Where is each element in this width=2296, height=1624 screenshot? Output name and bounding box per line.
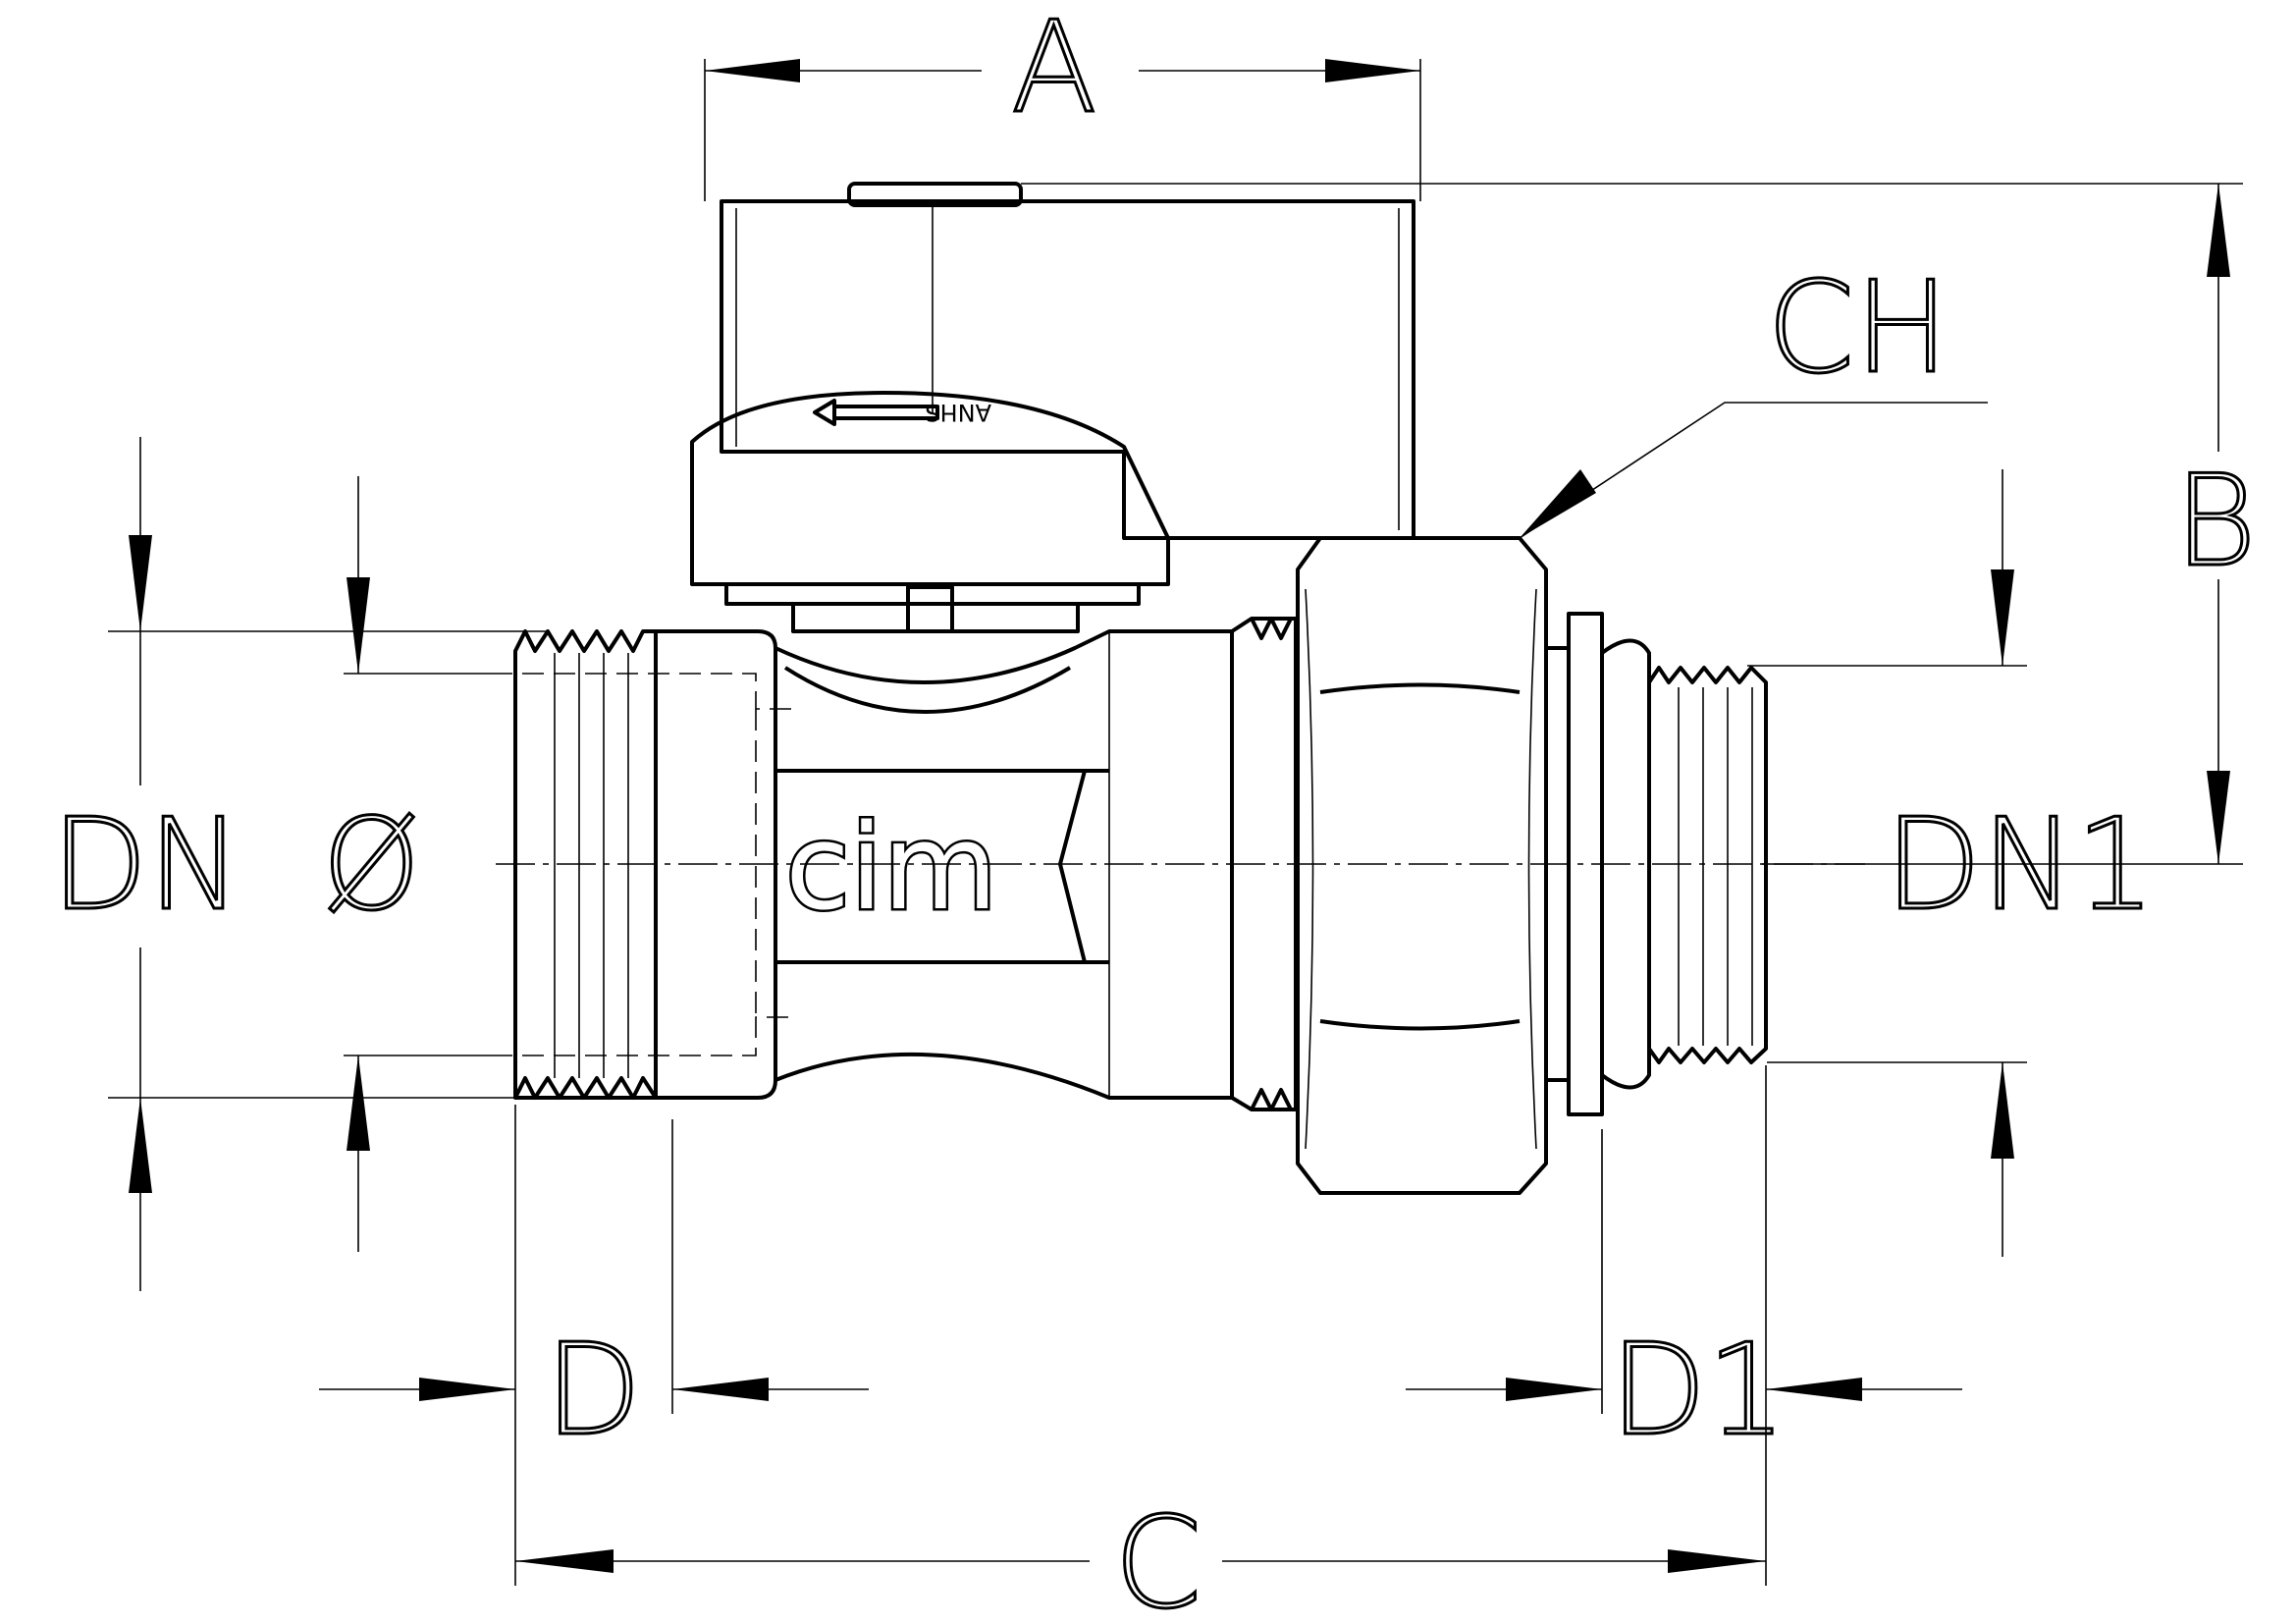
flow-arrow-icon: [813, 399, 939, 426]
dimension-lines: [129, 59, 2230, 1573]
lever-top-tab: [847, 182, 1023, 207]
arrow-dn1-top: [1991, 569, 2014, 666]
label-d: D: [545, 1318, 642, 1464]
right-thread: [1647, 666, 1768, 1064]
arrow-d1-right: [1766, 1378, 1862, 1401]
valve-body: cim: [491, 536, 1768, 1195]
left-thread: [513, 629, 658, 1100]
hex-nut: [1296, 536, 1548, 1195]
lever-marking: ANHS: [925, 399, 991, 426]
arrow-dn-bottom: [129, 1098, 152, 1193]
arrow-c-right: [1668, 1549, 1766, 1573]
label-dn1: DN1: [1885, 792, 2156, 939]
arrow-dia-top: [347, 577, 370, 674]
arrow-dia-bottom: [347, 1056, 370, 1151]
label-a: A: [1011, 0, 1097, 141]
label-b: B: [2174, 449, 2257, 595]
label-dn: DN: [51, 792, 241, 939]
label-diameter: Ø: [322, 792, 421, 939]
arrow-c-left: [515, 1549, 614, 1573]
arrow-dn1-bottom: [1991, 1062, 2014, 1159]
label-d1: D1: [1610, 1318, 1787, 1464]
arrow-a-left: [705, 59, 800, 82]
arrow-b-top: [2207, 184, 2230, 277]
lever-dome: [690, 391, 1170, 586]
lever-handle: ANHS: [690, 182, 1415, 633]
arrow-a-right: [1325, 59, 1420, 82]
extension-lines: [108, 59, 2243, 1586]
arrow-d-left: [419, 1378, 515, 1401]
spindle: [906, 585, 954, 633]
arrow-b-bottom: [2207, 771, 2230, 864]
label-ch: CH: [1767, 255, 1949, 402]
arrow-ch: [1520, 469, 1596, 538]
brand-logo: cim: [785, 800, 997, 937]
arrow-d-right: [672, 1378, 769, 1401]
arrow-dn-top: [129, 535, 152, 631]
lever-box: [720, 199, 1415, 540]
dimension-labels: A B CH DN Ø DN1 D D1 C: [50, 0, 2259, 1624]
arrow-d1-left: [1506, 1378, 1602, 1401]
label-c: C: [1114, 1490, 1201, 1624]
